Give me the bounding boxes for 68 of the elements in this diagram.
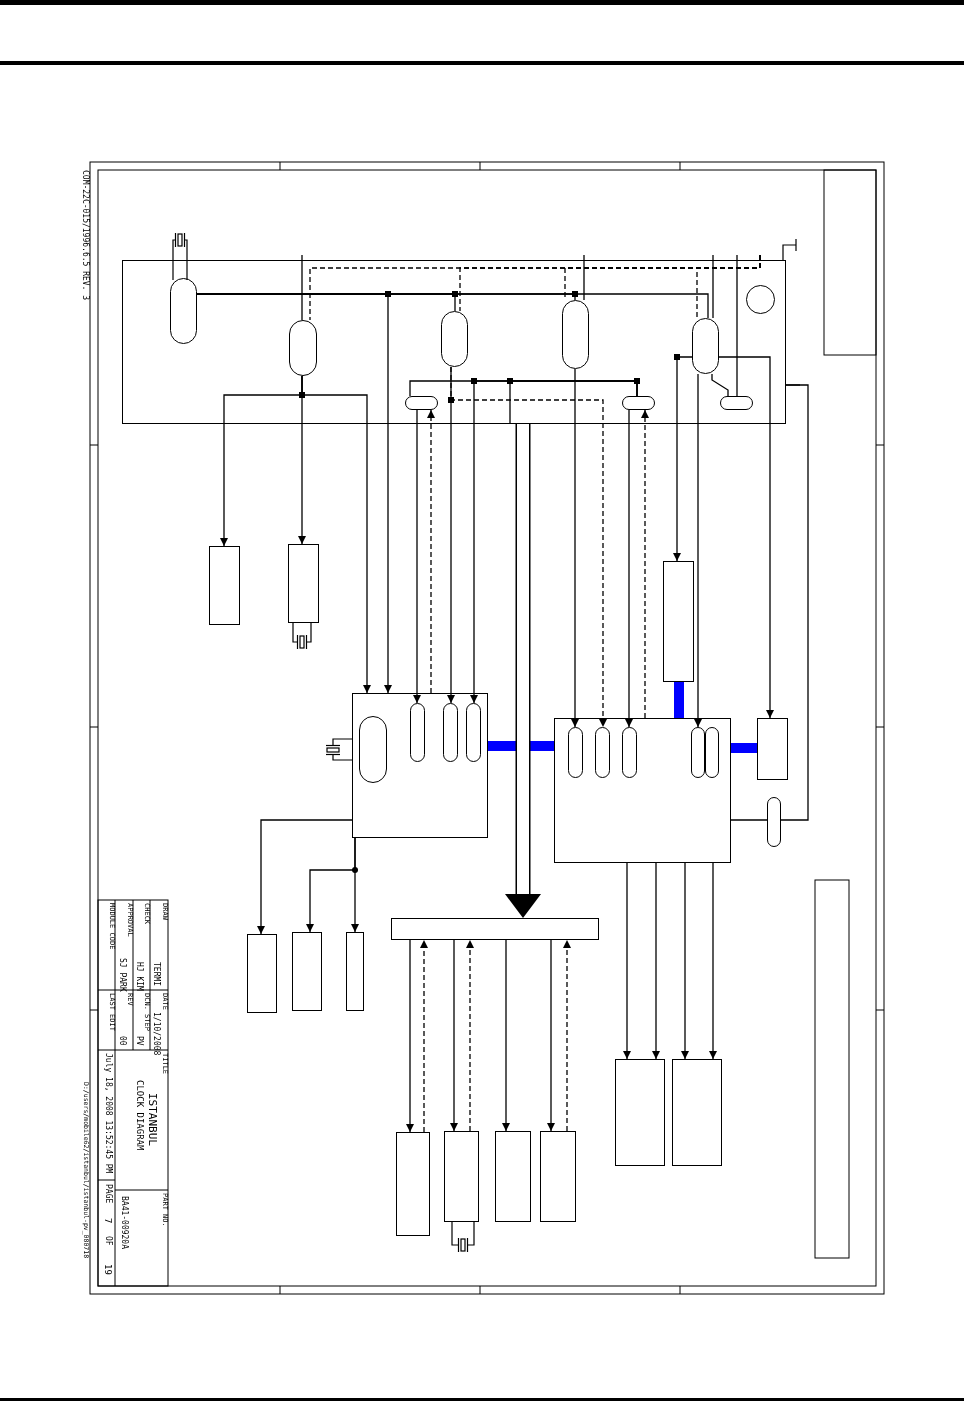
drawing-subtitle: CLOCK DIAGRAM [135, 1080, 144, 1151]
arrow [681, 862, 689, 1060]
arrow [413, 409, 421, 704]
arrow [623, 862, 631, 1060]
arrow [571, 368, 579, 728]
arrow [709, 862, 717, 1060]
block-box [672, 1059, 722, 1166]
arrow [450, 366, 607, 728]
arrow [563, 939, 571, 1132]
field-value: SJ PARK [118, 958, 126, 992]
field-value: PV [135, 1036, 143, 1046]
page-count: 19 [103, 1264, 112, 1275]
connector-line [736, 254, 738, 397]
margin-note: COM-22C-015/1996.6.5 REV. 3 [81, 170, 89, 301]
bus-line [674, 682, 684, 718]
field-value: 00 [118, 1036, 126, 1046]
page-number: 7 [103, 1218, 112, 1224]
block-box [757, 718, 788, 780]
block-box [209, 546, 240, 625]
block-box [540, 1131, 576, 1222]
arrow [641, 409, 649, 719]
block-box [396, 1132, 430, 1236]
arrow [502, 939, 510, 1132]
block-box [352, 693, 488, 838]
arrow [257, 819, 353, 935]
connector-line [712, 254, 714, 319]
connector-line [696, 254, 761, 319]
arrow [420, 939, 428, 1133]
block-box [122, 260, 786, 424]
arrow [306, 837, 356, 933]
field-caption: OF [104, 1236, 112, 1246]
block-box [247, 934, 277, 1013]
block-box [554, 718, 731, 863]
block-box [663, 561, 694, 682]
arrow [466, 939, 474, 1132]
arrow [406, 939, 414, 1133]
arrow [652, 862, 660, 1060]
block-box [495, 1131, 531, 1222]
field-value: 1/10/2008 [152, 1012, 160, 1056]
arrow [718, 356, 774, 719]
bus-line [731, 743, 757, 753]
arrow [427, 409, 435, 694]
block-box [288, 544, 319, 623]
block-box [346, 932, 364, 1011]
arrow [450, 939, 458, 1132]
arrow [625, 409, 633, 728]
timestamp: July 18, 2008 13:52:45 PM [104, 1053, 112, 1174]
part-number: BA41-00920A [120, 1196, 128, 1249]
bus-bar [391, 918, 599, 940]
connector-line [711, 373, 729, 397]
connector-line [730, 819, 768, 821]
connector-line [509, 380, 638, 425]
block-box [292, 932, 322, 1011]
block-box [615, 1059, 665, 1166]
field-value: HJ KIM [135, 962, 143, 991]
block-box [444, 1131, 479, 1222]
drawing-title: ISTANBUL [147, 1093, 158, 1146]
connector-line [301, 254, 303, 321]
field-caption: PAGE [104, 1184, 112, 1204]
connector-line [780, 384, 809, 821]
arrow [547, 939, 555, 1132]
connector-line [583, 254, 585, 301]
bus-line [488, 741, 554, 751]
arrow [694, 373, 702, 728]
arrow [301, 375, 371, 694]
arrow [673, 356, 693, 562]
bus-arrow [505, 424, 541, 918]
field-value: TERMI [152, 962, 160, 987]
